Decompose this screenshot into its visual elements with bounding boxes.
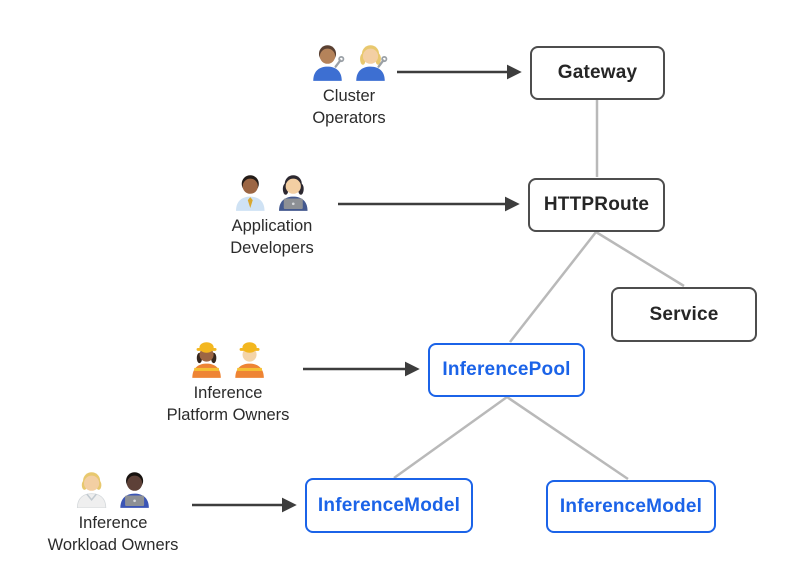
man-office-worker-emoji	[236, 175, 265, 211]
man-technologist-emoji	[120, 472, 149, 508]
persona-inference-platform-owners-label: Inference Platform Owners	[167, 382, 290, 426]
persona-label-line: Cluster	[322, 87, 376, 105]
node-gateway-label: Gateway	[557, 62, 638, 83]
persona-cluster-operators-icons	[309, 39, 390, 81]
persona-application-developers-label: Application Developers	[230, 215, 313, 259]
man-mechanic-emoji	[313, 45, 345, 81]
node-inferencemodel-right: InferenceModel	[546, 480, 716, 533]
persona-label-line: Platform Owners	[166, 406, 290, 424]
persona-cluster-operators-label: Cluster Operators	[312, 85, 385, 129]
persona-inference-workload-owners-icons	[72, 466, 153, 508]
persona-label-line: Inference	[78, 514, 148, 532]
node-service: Service	[611, 287, 757, 342]
persona-label-line: Application	[231, 217, 313, 235]
edge-inferencepool-inferencemodel-right	[506, 395, 629, 481]
node-service-label: Service	[649, 303, 719, 325]
edge-httproute-service	[595, 230, 685, 288]
persona-cluster-operators: Cluster Operators	[309, 39, 390, 129]
persona-inference-platform-owners: Inference Platform Owners	[167, 336, 290, 426]
persona-inference-workload-owners-label: Inference Workload Owners	[48, 512, 179, 556]
persona-label-line: Inference	[193, 384, 263, 402]
node-gateway: Gateway	[530, 46, 665, 100]
man-construction-worker-emoji	[235, 342, 264, 378]
persona-inference-platform-owners-icons	[188, 336, 269, 378]
node-inferencemodel-right-label: InferenceModel	[559, 495, 703, 517]
woman-technologist-emoji	[279, 175, 308, 211]
persona-label-line: Workload Owners	[47, 536, 179, 554]
node-inferencemodel-left: InferenceModel	[305, 478, 473, 533]
persona-application-developers-icons	[232, 169, 313, 211]
persona-label-line: Operators	[312, 109, 386, 127]
edge-httproute-inferencepool	[509, 231, 597, 343]
persona-label-line: Developers	[230, 239, 314, 257]
node-inferencemodel-left-label: InferenceModel	[317, 494, 461, 516]
woman-mechanic-emoji	[356, 45, 388, 81]
node-httproute: HTTPRoute	[528, 178, 665, 232]
persona-application-developers: Application Developers	[230, 169, 314, 259]
health-worker-emoji	[76, 472, 107, 508]
node-inferencepool-label: InferencePool	[442, 359, 571, 380]
node-httproute-label: HTTPRoute	[543, 194, 650, 215]
node-inferencepool: InferencePool	[428, 343, 585, 397]
persona-inference-workload-owners: Inference Workload Owners	[48, 466, 179, 556]
woman-construction-worker-emoji	[192, 342, 221, 378]
edge-inferencepool-inferencemodel-left	[393, 395, 508, 480]
